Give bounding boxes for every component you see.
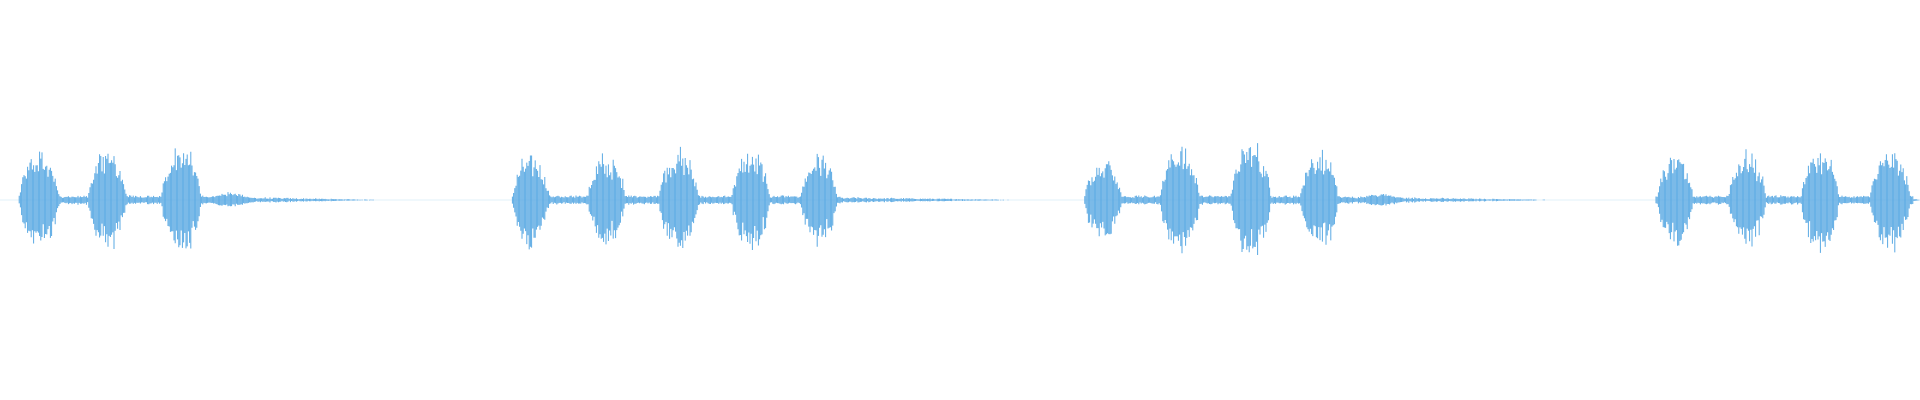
waveform-lines <box>0 143 1920 255</box>
waveform-path <box>18 143 1920 255</box>
